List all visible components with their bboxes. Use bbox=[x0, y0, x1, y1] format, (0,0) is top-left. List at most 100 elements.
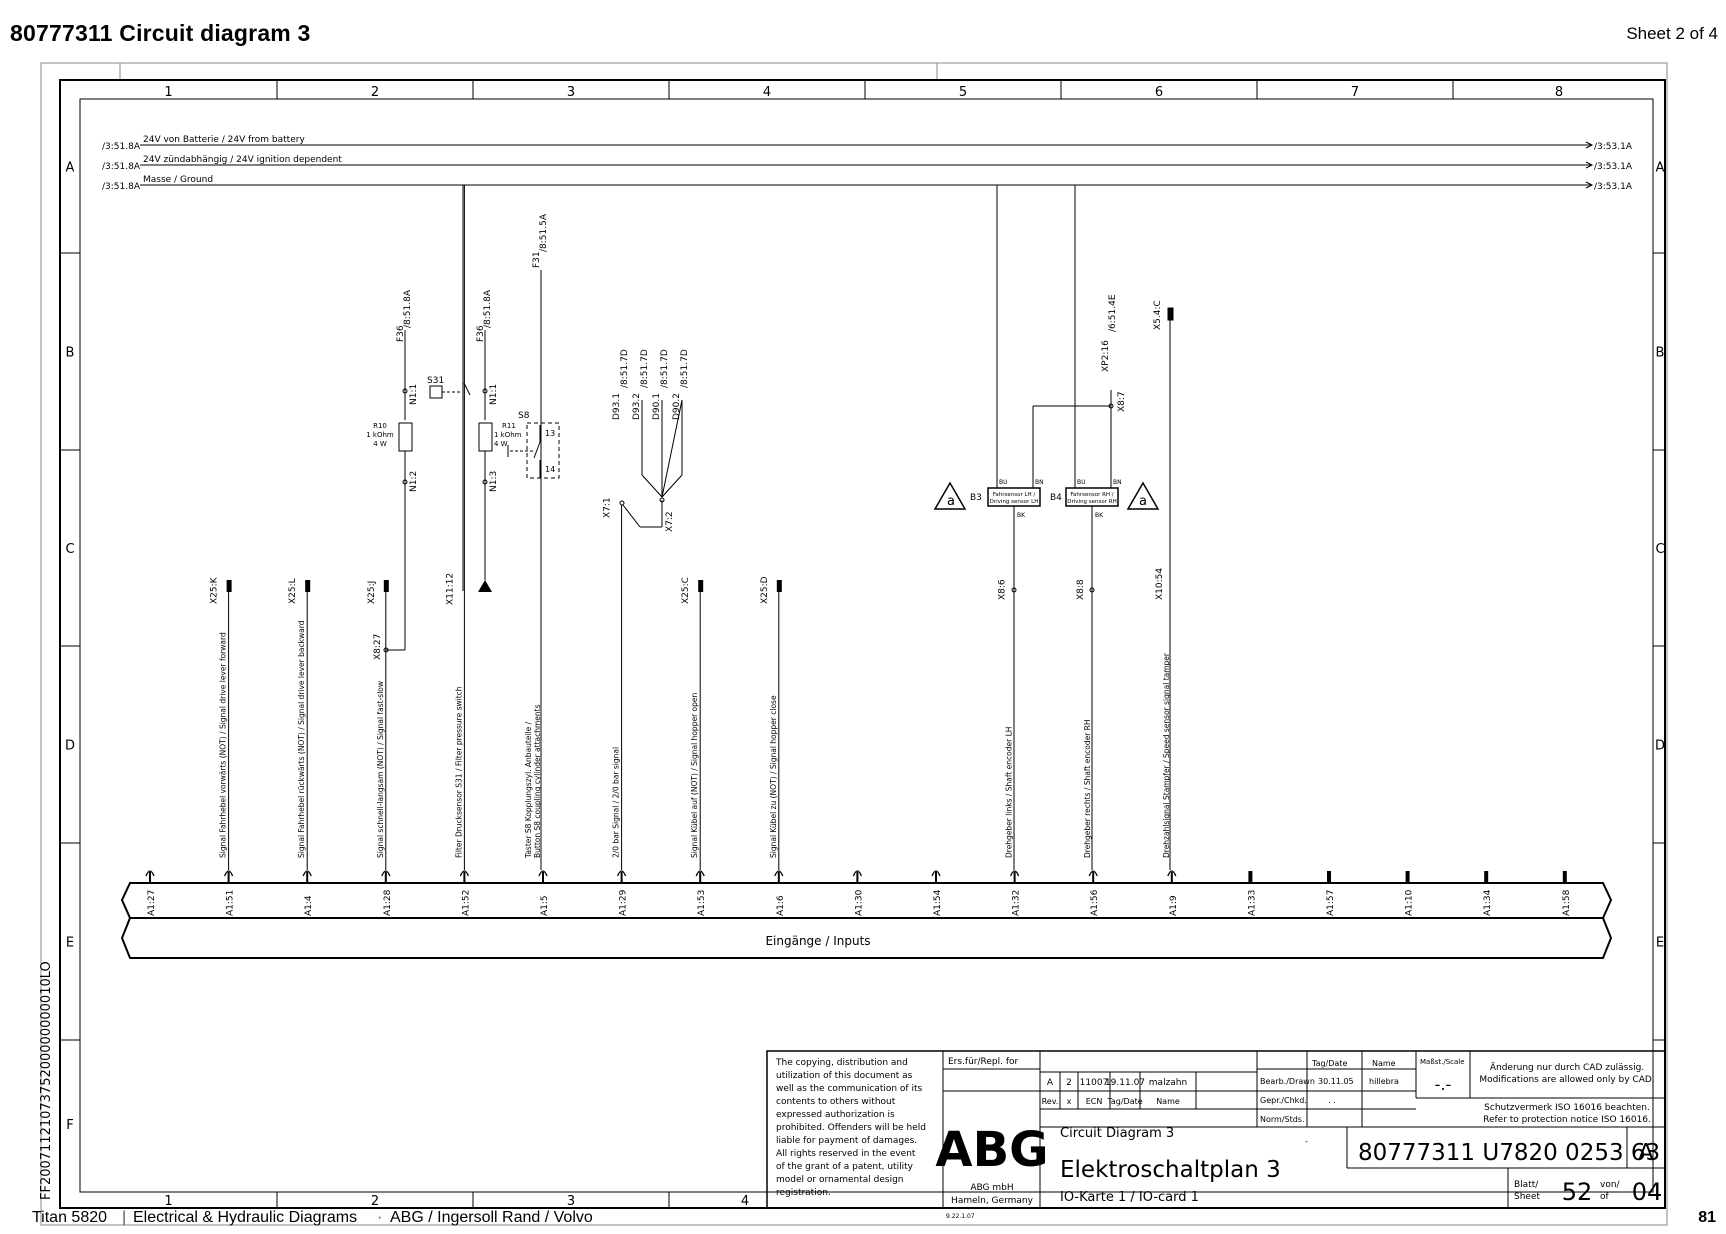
standards-dash: - bbox=[1305, 1137, 1308, 1146]
s31-label: S31 bbox=[427, 376, 444, 386]
pin-socket bbox=[774, 870, 784, 877]
rail-battery-ref-right: /3:53.1A bbox=[1594, 142, 1633, 152]
iso-note-de: Schutzvermerk ISO 16016 beachten. bbox=[1484, 1103, 1650, 1113]
sheet-number: 52 bbox=[1562, 1178, 1593, 1206]
pin-stub bbox=[1327, 871, 1331, 883]
terminal-label: X25:K bbox=[210, 576, 220, 604]
notice-line: All rights reserved in the event bbox=[776, 1149, 916, 1159]
d93-1-ref: /8:51.7D bbox=[620, 349, 630, 388]
notice-line: model or ornamental design bbox=[776, 1175, 904, 1185]
signal-description: Signal Fahrhebel rückwärts (NOT) / Signa… bbox=[297, 620, 306, 858]
von-label: von/ bbox=[1600, 1180, 1621, 1190]
row-label-left: F bbox=[66, 1118, 73, 1133]
revision-letter: A bbox=[1638, 1140, 1654, 1166]
x7-2-label: X7:2 bbox=[665, 511, 675, 532]
checked-label: Gepr./Chkd. bbox=[1260, 1096, 1307, 1105]
pin-socket bbox=[931, 870, 941, 877]
wire-terminal bbox=[776, 580, 782, 592]
notice-line: expressed authorization is bbox=[776, 1110, 895, 1120]
revision-cell: 19.11.07 bbox=[1105, 1078, 1145, 1088]
signal-description: Signal Kübel zu (NOT) / Signal hopper cl… bbox=[769, 695, 778, 858]
x8-7-label: X8:7 bbox=[1117, 391, 1127, 412]
terminal-label: X11:12 bbox=[445, 573, 455, 605]
s8-contact-13: 13 bbox=[545, 429, 555, 438]
signal-description: Drehzahlsignal Stampfer / Speed sensor s… bbox=[1162, 652, 1171, 858]
pin-socket bbox=[616, 870, 627, 877]
title-de: Elektroschaltplan 3 bbox=[1060, 1157, 1281, 1183]
column-label-top: 2 bbox=[371, 85, 379, 100]
print-date: 9.22.1.07 bbox=[946, 1213, 975, 1220]
notice-line: The copying, distribution and bbox=[775, 1058, 908, 1068]
terminal-label: X25:J bbox=[367, 581, 377, 604]
title-block bbox=[766, 1050, 1666, 1209]
row-label-right: C bbox=[1655, 542, 1664, 557]
footer-brands: ABG / Ingersoll Rand / Volvo bbox=[390, 1209, 593, 1226]
b4-box-line1: Fahrsensor RH / bbox=[1070, 492, 1113, 498]
pin-label: A1:28 bbox=[383, 889, 393, 916]
signal-wires bbox=[226, 185, 782, 870]
signal-description: Filter Drucksensor S31 / Filter pressure… bbox=[454, 686, 463, 858]
row-label-right: E bbox=[1656, 936, 1664, 951]
pin-socket bbox=[459, 870, 470, 877]
r10-value: 1 kOhm bbox=[366, 431, 394, 439]
terminal-label: X25:C bbox=[681, 577, 691, 604]
sheet-label: Sheet bbox=[1514, 1192, 1540, 1202]
blatt-label: Blatt/ bbox=[1514, 1180, 1539, 1190]
b3-bn: BN bbox=[1035, 479, 1044, 486]
notice-line: contents to others without bbox=[776, 1097, 896, 1107]
wire-terminal bbox=[305, 580, 311, 592]
pin-label: A1:33 bbox=[1247, 890, 1257, 916]
r10-name: R10 bbox=[373, 422, 387, 430]
pin-label: A1:32 bbox=[1012, 890, 1022, 916]
scale-value: -.- bbox=[1435, 1075, 1452, 1094]
revision-header-cell: ECN bbox=[1086, 1097, 1103, 1106]
r11-name: R11 bbox=[502, 422, 516, 430]
x5-4c-label: X5.4:C bbox=[1153, 300, 1163, 330]
f36b-n11: N1:1 bbox=[489, 384, 499, 405]
revision-header-cell: x bbox=[1067, 1097, 1072, 1106]
wire-terminal bbox=[698, 580, 704, 592]
pin-label: A1:51 bbox=[226, 890, 236, 916]
pressure-switch-s31 bbox=[429, 385, 443, 399]
pin-label: A1:58 bbox=[1562, 889, 1572, 916]
pin-label: A1:57 bbox=[1326, 890, 1336, 916]
footer-machine: Titan 5820 bbox=[32, 1209, 108, 1226]
d90-2-ref: /8:51.7D bbox=[680, 349, 690, 388]
revision-cell: malzahn bbox=[1149, 1078, 1187, 1088]
pin-label: A1:54 bbox=[933, 889, 943, 916]
revision-header-cell: Tag/Date bbox=[1106, 1097, 1142, 1106]
column-label-top: 4 bbox=[763, 85, 771, 100]
sheet-total: 04 bbox=[1632, 1178, 1663, 1206]
pin-label: A1:29 bbox=[619, 889, 629, 916]
r11-value: 1 kOhm bbox=[494, 431, 522, 439]
column-label-top: 3 bbox=[567, 85, 575, 100]
drawing-number: 80777311 U7820 0253 63 bbox=[1358, 1140, 1660, 1166]
footer-page-number: 81 bbox=[1698, 1209, 1716, 1226]
r10-branch bbox=[383, 330, 471, 653]
row-label-right: D bbox=[1655, 739, 1665, 754]
pin-socket bbox=[381, 870, 391, 877]
terminal-label: X10:54 bbox=[1155, 568, 1165, 600]
wire-terminal bbox=[383, 580, 389, 592]
triangle-label-left: a bbox=[947, 494, 955, 509]
pin-label: A1:52 bbox=[461, 890, 471, 916]
side-document-code: FF2007112107375200000000010LO bbox=[39, 961, 54, 1200]
drawn-name: hillebra bbox=[1369, 1077, 1399, 1086]
column-label-top: 6 bbox=[1155, 85, 1163, 100]
notice-line: utilization of this document as bbox=[776, 1071, 913, 1081]
driving-sensors bbox=[933, 185, 1160, 870]
f36a-ref: /8:51.8A bbox=[403, 289, 413, 328]
notice-line: liable for payment of damages. bbox=[776, 1136, 917, 1146]
b4-label: B4 bbox=[1050, 493, 1062, 503]
row-label-left: B bbox=[66, 346, 75, 361]
b3-bk: BK bbox=[1017, 512, 1026, 519]
signal-description: Signal Fahrhebel vorwärts (NOT) / Signal… bbox=[219, 632, 228, 858]
terminal-label: X8:8 bbox=[1076, 579, 1086, 600]
terminal-label: X7:1 bbox=[603, 497, 613, 518]
rail-ignition-ref-left: /3:51.8A bbox=[102, 162, 141, 172]
inner-frame bbox=[79, 98, 1654, 1193]
signal-description: Signal Kübel auf (NOT) / Signal hopper o… bbox=[690, 692, 699, 858]
